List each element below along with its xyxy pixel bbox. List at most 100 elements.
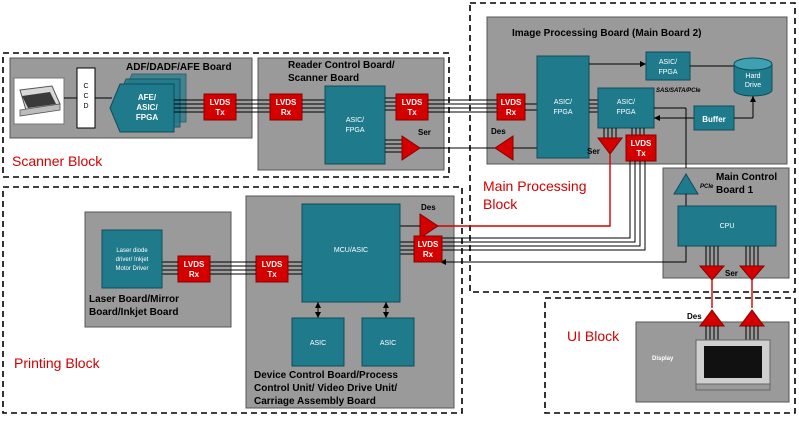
right-asic-label-1: ASIC/ xyxy=(617,99,635,106)
ui-block-border xyxy=(544,297,796,414)
image-processing-board-title: Image Processing Board (Main Board 2) xyxy=(512,28,702,39)
adf-board-title: ADF/DADF/AFE Board xyxy=(126,62,232,73)
top-asic-label-1: ASIC/ xyxy=(659,59,677,66)
cpu-to-ser-lines xyxy=(705,246,759,266)
asic2-arrow-down xyxy=(383,312,389,318)
main-processing-block-border xyxy=(469,2,796,293)
printing-block-border xyxy=(2,186,463,414)
device-board-title-line3: Carriage Assembly Board xyxy=(254,396,376,407)
display-label: Display xyxy=(652,356,674,362)
afe-chip-stack xyxy=(109,73,187,133)
asic1-arrow-up xyxy=(315,302,321,308)
scanner-device-icon xyxy=(13,77,65,125)
reader-tx-to-main-rx-bus xyxy=(428,99,497,113)
main-processing-label-line2: Block xyxy=(483,196,518,212)
scanner-block-border xyxy=(2,52,450,178)
reader-asic-to-ser-lines xyxy=(385,139,402,153)
lvds-rx-main-label-2: Rx xyxy=(506,108,517,117)
device-board-title-line1: Device Control Board/Process xyxy=(254,370,398,381)
right-asic-fpga xyxy=(597,87,655,129)
des-ui-label: Des xyxy=(687,312,702,321)
cpu-to-device-arrow xyxy=(440,259,446,265)
afe-label-2: ASIC/ xyxy=(136,103,158,112)
asic2-arrow-up xyxy=(383,302,389,308)
ui-block-label: UI Block xyxy=(567,328,620,344)
ccd-letter-1: C xyxy=(83,83,88,90)
lvds-tx-main xyxy=(625,134,657,162)
lvds-rx-laser-label-1: LVDS xyxy=(184,260,205,269)
lvds-rx-reader-label-2: Rx xyxy=(281,108,292,117)
hard-drive-icon xyxy=(733,57,773,97)
lvds-rx-reader-label-1: LVDS xyxy=(276,98,297,107)
cpu-label: CPU xyxy=(720,223,735,230)
lvds-tx-scanner-label-2: Tx xyxy=(215,108,225,117)
reader-asic-fpga xyxy=(324,85,386,165)
laser-driver-label-2: driver/ Inkjet xyxy=(116,257,149,263)
rx-to-reader-asic-bus xyxy=(302,99,325,113)
lvds-tx-reader-label-1: LVDS xyxy=(402,98,423,107)
reader-asic-label-1: ASIC/ xyxy=(346,117,364,124)
main-tx-to-device-rx-bus xyxy=(440,161,646,251)
afe-label-3: FPGA xyxy=(136,113,158,122)
des-ui-right-triangle xyxy=(739,309,765,327)
lvds-rx-device xyxy=(413,235,443,263)
des-device-label: Des xyxy=(421,203,436,212)
main-asic-label-1: ASIC/ xyxy=(554,99,572,106)
main-asic-fpga xyxy=(536,55,590,159)
scanner-block-label: Scanner Block xyxy=(12,153,103,169)
cpu-to-device-line xyxy=(440,246,687,263)
ser-reader-triangle xyxy=(401,135,421,161)
reader-board-title-line1: Reader Control Board/ xyxy=(288,60,395,71)
lvds-rx-laser-label-2: Rx xyxy=(189,270,200,279)
right-asic-to-tx-lines xyxy=(631,128,645,135)
laser-driver-chip xyxy=(101,229,163,289)
ser-cpu-left-triangle xyxy=(698,265,726,281)
ser-reader-label: Ser xyxy=(418,128,431,137)
buffer-arrow xyxy=(654,115,660,121)
main-asic-to-right-asic-bus xyxy=(589,99,598,113)
right-asic-label-2: FPGA xyxy=(616,109,635,116)
laser-driver-label-1: Laser diode xyxy=(116,248,148,254)
buffer-label: Buffer xyxy=(702,115,726,124)
afe-to-tx-bus xyxy=(174,99,204,113)
lvds-rx-main xyxy=(496,93,526,121)
ccd-letter-3: D xyxy=(83,103,88,110)
ser-main-triangle xyxy=(597,137,623,155)
asic-chip-2-label: ASIC xyxy=(380,340,396,347)
lvds-tx-reader xyxy=(395,93,429,121)
lvds-tx-reader-label-2: Tx xyxy=(407,108,417,117)
lvds-tx-scanner xyxy=(203,93,237,121)
asic-chip-1 xyxy=(291,317,345,367)
hard-drive-label-1: Hard xyxy=(745,73,760,80)
pcie-label: PCIe xyxy=(700,184,714,190)
laser-driver-label-3: Motor Driver xyxy=(115,266,148,272)
device-tx-to-laser-rx-bus xyxy=(210,261,256,275)
printing-block-label: Printing Block xyxy=(14,355,101,371)
ser-cpu-label: Ser xyxy=(725,269,738,278)
laser-rx-to-driver-bus xyxy=(162,261,178,275)
afe-label-1: AFE/ xyxy=(138,93,157,102)
display-panel xyxy=(695,339,771,391)
reader-asic-to-tx-bus xyxy=(385,97,396,111)
reader-board-title-line2: Scanner Board xyxy=(288,73,359,84)
lvds-tx-main-label-1: LVDS xyxy=(631,139,652,148)
reader-asic-label-2: FPGA xyxy=(345,127,364,134)
lvds-rx-device-label-2: Rx xyxy=(423,250,434,259)
main-to-top-arrow xyxy=(640,61,646,67)
mcu-asic xyxy=(301,203,401,303)
lvds-tx-scanner-label-1: LVDS xyxy=(210,98,231,107)
lvds-rx-main-label-1: LVDS xyxy=(501,98,522,107)
ser-main-to-des-device-wire xyxy=(436,154,611,227)
des-ui-to-display-lines xyxy=(705,326,759,340)
lvds-tx-main-label-2: Tx xyxy=(636,149,646,158)
cpu-chip xyxy=(677,205,777,247)
lvds-rx-device-label-1: LVDS xyxy=(418,240,439,249)
laser-board-title-line2: Board/Inkjet Board xyxy=(89,307,178,318)
main-processing-label-line1: Main Processing xyxy=(483,178,587,194)
lvds-tx-device xyxy=(255,255,289,283)
right-asic-down-lines xyxy=(603,128,617,138)
main-control-title-line1: Main Control xyxy=(716,172,777,183)
des-ui-left-triangle xyxy=(699,309,725,327)
